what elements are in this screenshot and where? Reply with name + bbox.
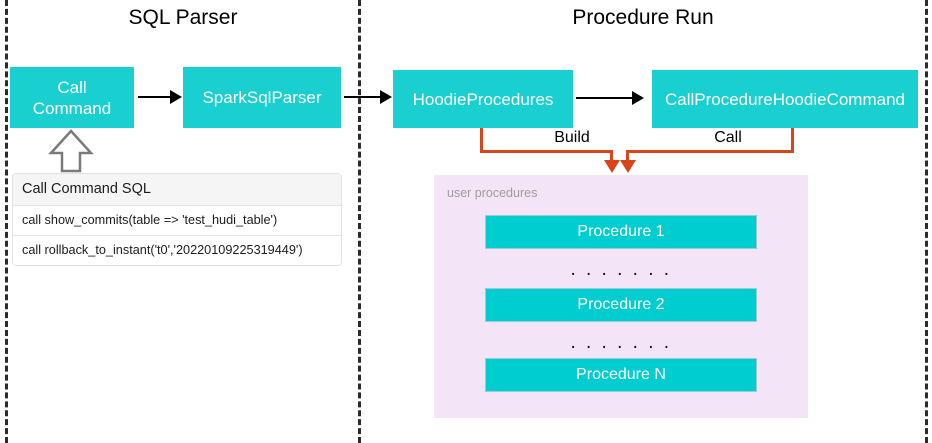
call-connector-vertical	[791, 128, 794, 152]
arrow-line-hoodieprocedures-to-callprocedurehoodiecommand	[576, 97, 634, 99]
edge-label-call: Call	[685, 128, 771, 148]
build-connector-horizontal	[480, 150, 613, 153]
sql-card: Call Command SQL call show_commits(table…	[12, 173, 342, 266]
procedures-ellipsis-2: . . . . . . .	[570, 332, 672, 353]
node-call-command[interactable]: Call Command	[10, 67, 134, 128]
arrow-head-sparksqlparser-to-hoodieprocedures	[380, 90, 392, 104]
procedure-box-2[interactable]: Procedure 2	[485, 288, 757, 322]
section-title-sql-parser: SQL Parser	[128, 6, 238, 29]
user-procedures-panel: user procedures Procedure 1 . . . . . . …	[434, 175, 808, 418]
node-call-command-line1: Call	[57, 77, 87, 97]
node-spark-sql-parser[interactable]: SparkSqlParser	[183, 67, 341, 128]
build-connector-vertical	[480, 128, 483, 152]
sql-card-header: Call Command SQL	[12, 173, 342, 206]
arrow-line-callcommand-to-sparksqlparser	[138, 96, 172, 98]
arrow-head-hoodieprocedures-to-callprocedurehoodiecommand	[632, 91, 644, 105]
divider-middle	[358, 0, 361, 443]
edge-label-build: Build	[526, 128, 618, 148]
call-connector-arrowhead	[620, 160, 636, 173]
divider-right	[925, 0, 928, 443]
build-connector-drop	[610, 150, 613, 162]
build-connector-arrowhead	[604, 160, 620, 173]
node-call-command-line2: Command	[32, 98, 112, 118]
call-connector-drop	[626, 150, 629, 162]
arrow-line-sparksqlparser-to-hoodieprocedures	[344, 96, 382, 98]
node-hoodie-procedures[interactable]: HoodieProcedures	[393, 70, 573, 128]
hollow-up-arrow-icon	[48, 129, 94, 179]
procedure-box-n[interactable]: Procedure N	[485, 358, 757, 392]
call-connector-horizontal	[626, 150, 794, 153]
procedures-ellipsis-1: . . . . . . .	[570, 259, 672, 280]
sql-card-row-2[interactable]: call rollback_to_instant('t0','202201092…	[12, 236, 342, 266]
divider-left	[5, 0, 8, 443]
section-title-procedure-run: Procedure Run	[572, 6, 714, 29]
procedure-box-1[interactable]: Procedure 1	[485, 215, 757, 249]
user-procedures-panel-label: user procedures	[447, 186, 538, 200]
arrow-head-callcommand-to-sparksqlparser	[170, 90, 182, 104]
sql-card-row-1[interactable]: call show_commits(table => 'test_hudi_ta…	[12, 206, 342, 236]
node-call-procedure-hoodie-command[interactable]: CallProcedureHoodieCommand	[652, 70, 918, 128]
